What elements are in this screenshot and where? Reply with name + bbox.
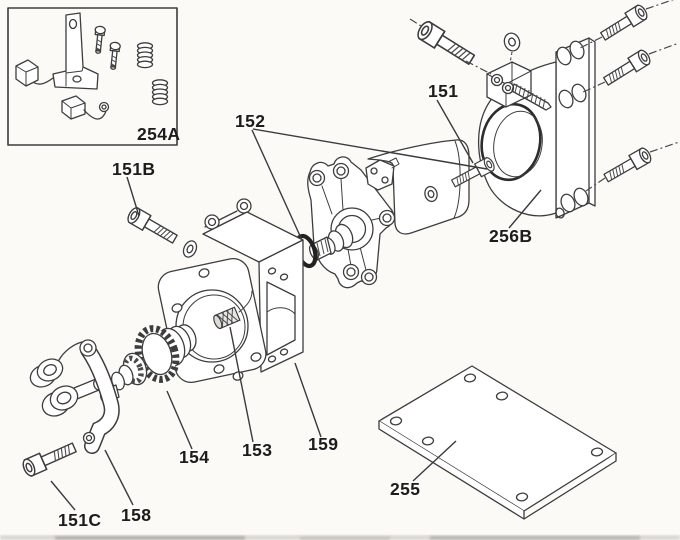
flange-ear — [308, 169, 326, 187]
leader-151b — [126, 176, 140, 217]
threaded-stud — [511, 83, 552, 111]
alignment-line — [465, 60, 492, 75]
alignment-line — [577, 0, 675, 50]
arm-tail-hole — [82, 431, 96, 445]
plate-hole — [495, 391, 509, 401]
plate-hole — [421, 436, 435, 446]
bracket-boss-top — [556, 40, 585, 66]
brush-screw-1 — [94, 25, 106, 54]
leader-151 — [436, 99, 474, 164]
flange-ear — [360, 268, 378, 286]
part-label-152: 152 — [235, 111, 265, 131]
part-label-151b: 151B — [112, 159, 155, 179]
brush-2 — [61, 95, 110, 120]
leader-154 — [166, 390, 193, 450]
part-label-151: 151 — [428, 81, 458, 101]
part-label-158: 158 — [121, 505, 151, 525]
brush-spring-2 — [151, 79, 169, 106]
roller-pin-153 — [213, 306, 241, 330]
housing-right-face — [258, 239, 304, 373]
flange-ear — [378, 209, 396, 227]
leader-lines — [50, 99, 542, 511]
part-label-255: 255 — [390, 479, 420, 499]
part-label-159: 159 — [308, 434, 338, 454]
wire-eyelet — [98, 101, 110, 113]
gear-cluster-154 — [99, 324, 197, 404]
motor-body-ring — [424, 185, 438, 203]
terminal-bracket — [365, 157, 400, 191]
arm-boss-1 — [36, 358, 64, 382]
socket-bolt-a — [414, 18, 478, 69]
bolt-151b — [124, 205, 180, 248]
part-label-brush-kit: 254A — [137, 124, 180, 144]
part-label-153: 153 — [242, 440, 272, 460]
leader-151c — [50, 480, 76, 511]
socket-bolt-c — [601, 47, 653, 89]
housing-lug — [236, 198, 252, 214]
alignment-line — [585, 141, 680, 192]
brush-1 — [15, 59, 54, 87]
inset-box — [7, 7, 178, 146]
bracket-bore-oring — [480, 102, 542, 182]
plate-edge — [378, 420, 617, 520]
washer-151b — [182, 240, 198, 258]
alignment-line — [580, 42, 680, 94]
bracket-boss-bottom — [555, 187, 589, 219]
starter-motor — [307, 139, 497, 289]
leader-152-small — [251, 129, 302, 239]
leader-152-large — [252, 128, 488, 170]
leader-256b — [508, 189, 542, 229]
bracket-washer — [503, 32, 521, 64]
socket-bolt-b — [598, 2, 650, 44]
housing-ear-hole — [213, 364, 225, 374]
scan-artifact-strip — [0, 535, 680, 540]
housing-ear-hole — [198, 268, 210, 278]
brush-spring-1 — [136, 42, 154, 69]
brush-holder-bracket — [52, 12, 99, 90]
support-arm-158 — [29, 339, 120, 454]
socket-bolt-d — [601, 145, 654, 186]
leader-255 — [412, 440, 457, 482]
base-plate-255 — [378, 365, 617, 520]
arm-boss-2 — [49, 385, 79, 411]
part-label-151c: 151C — [58, 510, 101, 530]
plate-hole — [389, 416, 403, 426]
housing-ear-hole — [250, 352, 262, 362]
leader-159 — [294, 362, 322, 438]
arm-top-eye — [79, 339, 97, 357]
plate-hole — [590, 447, 604, 457]
part-label-154: 154 — [179, 447, 209, 467]
part-label-256b: 256B — [489, 226, 532, 246]
brush-kit-inset: 254A — [7, 7, 180, 146]
bracket-boss-mid — [558, 83, 587, 109]
housing-ear-hole — [171, 303, 183, 313]
alignment-line — [409, 18, 422, 27]
leader-158 — [104, 449, 134, 506]
flange-ear — [332, 162, 350, 180]
flange-ear — [342, 263, 360, 281]
mounting-bracket-256b — [409, 0, 680, 219]
plate-hole — [463, 373, 477, 383]
bolt-151c — [20, 438, 79, 479]
plate-hole — [515, 492, 529, 502]
leader-153 — [229, 326, 254, 443]
brush-screw-2 — [109, 41, 121, 70]
